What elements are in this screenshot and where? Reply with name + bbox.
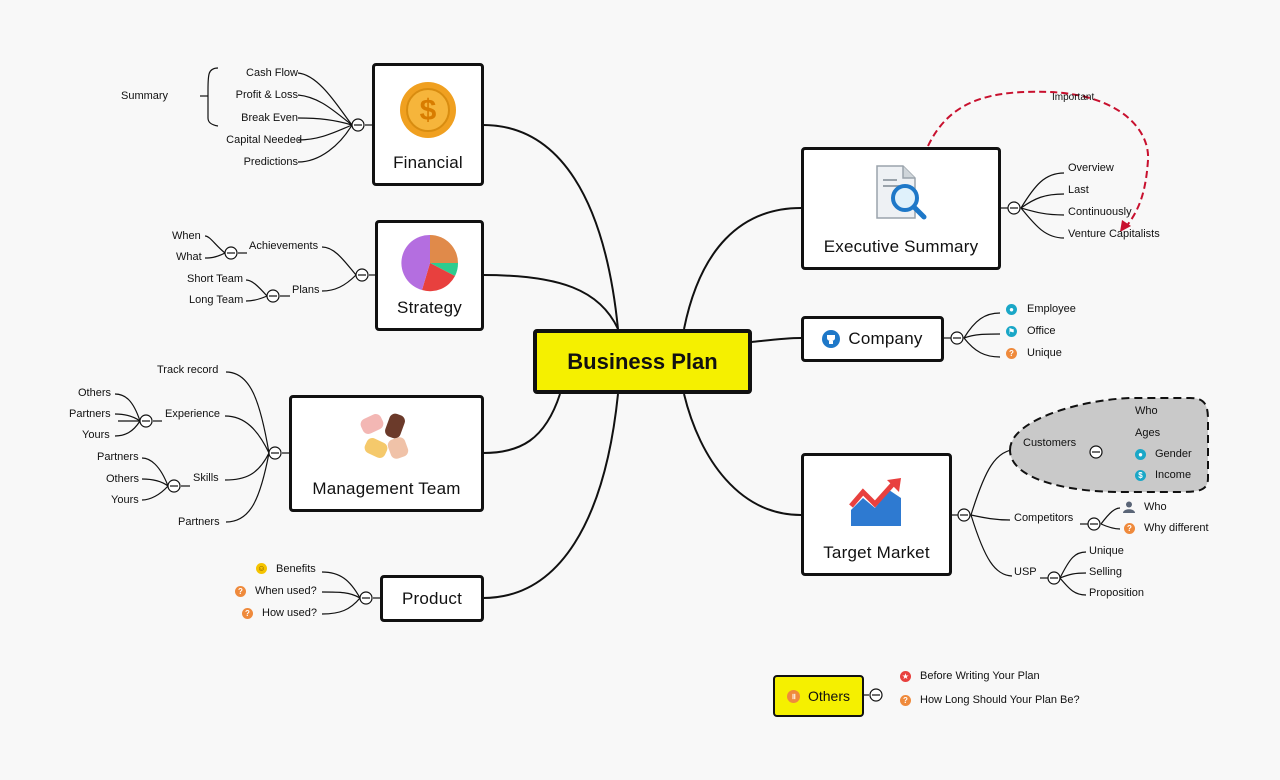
pause-icon: ॥ — [786, 689, 800, 703]
usp-label[interactable]: USP — [1014, 566, 1037, 578]
money-icon: $ — [1135, 470, 1146, 481]
plans-child[interactable]: Long Team — [189, 294, 244, 306]
experience-child[interactable]: Partners — [69, 408, 111, 420]
skills-child[interactable]: Yours — [111, 494, 139, 506]
user-silhouette-icon — [1123, 501, 1135, 513]
executive-item[interactable]: Continuously — [1068, 206, 1132, 218]
customers-child[interactable]: Ages — [1135, 427, 1161, 439]
financial-title: Financial — [393, 153, 463, 172]
growth-chart-icon — [848, 478, 901, 526]
track-record-label[interactable]: Track record — [157, 364, 219, 376]
pie-chart-icon — [400, 234, 458, 292]
usp-child[interactable]: Selling — [1089, 566, 1123, 578]
product-item[interactable]: Benefits — [276, 563, 316, 575]
others-item[interactable]: Before Writing Your Plan — [920, 670, 1040, 682]
competitors-label[interactable]: Competitors — [1014, 512, 1074, 524]
plans-label[interactable]: Plans — [292, 284, 320, 296]
important-arrowhead — [1120, 220, 1131, 232]
usp-child[interactable]: Unique — [1089, 545, 1124, 557]
management-team-title: Management Team — [312, 479, 461, 498]
company-title: Company — [848, 329, 923, 348]
flag-icon: ⚑ — [1006, 326, 1017, 337]
achievements-child[interactable]: When — [172, 230, 201, 242]
target-market-title: Target Market — [823, 543, 930, 562]
question-icon: ? — [900, 695, 911, 706]
skills-child[interactable]: Others — [106, 473, 140, 485]
financial-item[interactable]: Break Even — [241, 112, 298, 124]
company-item[interactable]: Employee — [1027, 303, 1076, 315]
financial-item[interactable]: Profit & Loss — [235, 89, 298, 101]
skills-label[interactable]: Skills — [193, 472, 219, 484]
summary-label: Summary — [121, 90, 169, 102]
strategy-title: Strategy — [397, 298, 462, 317]
customers-boundary — [1008, 397, 1209, 493]
product-item[interactable]: How used? — [262, 607, 318, 619]
smile-icon: ☺ — [256, 563, 267, 574]
question-icon: ? — [242, 608, 253, 619]
achievements-child[interactable]: What — [176, 251, 202, 263]
financial-item[interactable]: Capital Needed — [226, 134, 302, 146]
dollar-symbol: $ — [419, 94, 437, 127]
executive-item[interactable]: Last — [1068, 184, 1089, 196]
management-team-node[interactable]: Management Team — [289, 395, 484, 512]
financial-item[interactable]: Predictions — [243, 156, 298, 168]
question-icon: ? — [235, 586, 246, 597]
person-icon: ● — [1135, 449, 1146, 460]
central-topic[interactable]: Business Plan — [533, 329, 752, 394]
others-title: Others — [807, 688, 850, 704]
company-item[interactable]: Office — [1027, 325, 1056, 337]
others-node[interactable]: ॥ Others — [773, 675, 864, 717]
executive-summary-title: Executive Summary — [823, 237, 979, 256]
plans-child[interactable]: Short Team — [187, 273, 244, 285]
document-search-icon — [876, 165, 927, 220]
customers-child[interactable]: Who — [1135, 405, 1158, 417]
dollar-coin-icon — [400, 82, 456, 138]
person-icon: ● — [1006, 304, 1017, 315]
skills-child[interactable]: Partners — [97, 451, 139, 463]
experience-label[interactable]: Experience — [165, 408, 221, 420]
hands-together-icon — [360, 413, 408, 459]
customers-child[interactable]: Gender — [1155, 448, 1192, 460]
financial-item[interactable]: Cash Flow — [246, 67, 298, 79]
company-node[interactable]: Company — [801, 316, 944, 362]
target-market-node[interactable]: Target Market — [801, 453, 952, 576]
important-arrow — [927, 90, 1150, 229]
trophy-icon — [822, 330, 841, 348]
executive-item[interactable]: Overview — [1068, 162, 1114, 174]
partners-label[interactable]: Partners — [178, 516, 220, 528]
usp-child[interactable]: Proposition — [1089, 587, 1145, 599]
achievements-label[interactable]: Achievements — [249, 240, 319, 252]
question-icon: ? — [1006, 348, 1017, 359]
others-item[interactable]: How Long Should Your Plan Be? — [920, 694, 1080, 706]
customers-child[interactable]: Income — [1155, 469, 1192, 481]
financial-node[interactable]: $ Financial — [372, 63, 484, 186]
competitors-child[interactable]: Why different — [1144, 522, 1209, 534]
customers-label[interactable]: Customers — [1023, 437, 1077, 449]
executive-item[interactable]: Venture Capitalists — [1068, 228, 1160, 240]
experience-child[interactable]: Others — [78, 387, 112, 399]
company-item[interactable]: Unique — [1027, 347, 1062, 359]
product-item[interactable]: When used? — [255, 585, 317, 597]
product-node[interactable]: Product — [380, 575, 484, 622]
central-topic-title: Business Plan — [567, 348, 718, 374]
star-icon: ★ — [900, 671, 911, 682]
question-icon: ? — [1124, 523, 1135, 534]
strategy-node[interactable]: Strategy — [375, 220, 484, 331]
experience-child[interactable]: Yours — [82, 429, 110, 441]
product-title: Product — [402, 588, 462, 608]
important-label[interactable]: Important — [1052, 92, 1095, 103]
competitors-child[interactable]: Who — [1144, 501, 1167, 513]
executive-summary-node[interactable]: Executive Summary — [801, 147, 1001, 270]
